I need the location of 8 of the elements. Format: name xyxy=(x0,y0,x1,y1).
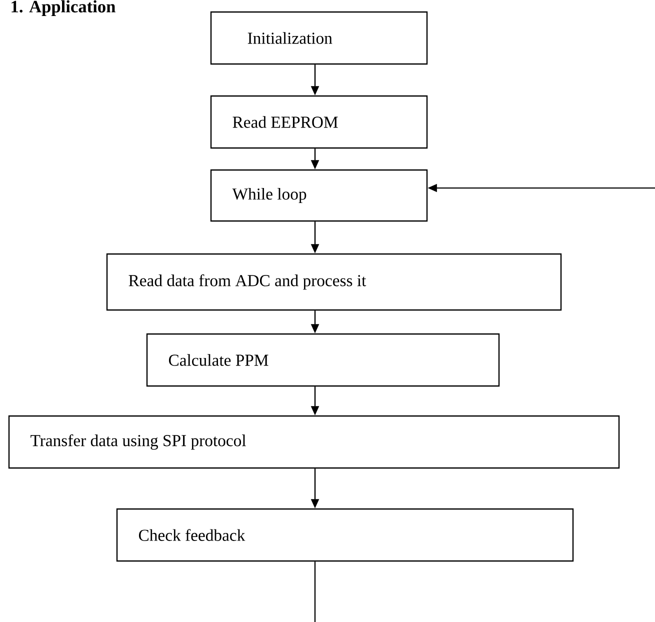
process-box: Read EEPROM xyxy=(210,95,428,149)
process-box: Transfer data using SPI protocol xyxy=(8,415,620,469)
process-box: Read data from ADC and process it xyxy=(106,253,562,311)
heading: 1. Application xyxy=(12,0,116,16)
process-box: Initialization xyxy=(210,11,428,65)
process-box: Check feedback xyxy=(116,508,574,562)
process-box: While loop xyxy=(210,169,428,222)
process-box: Calculate PPM xyxy=(146,333,500,387)
